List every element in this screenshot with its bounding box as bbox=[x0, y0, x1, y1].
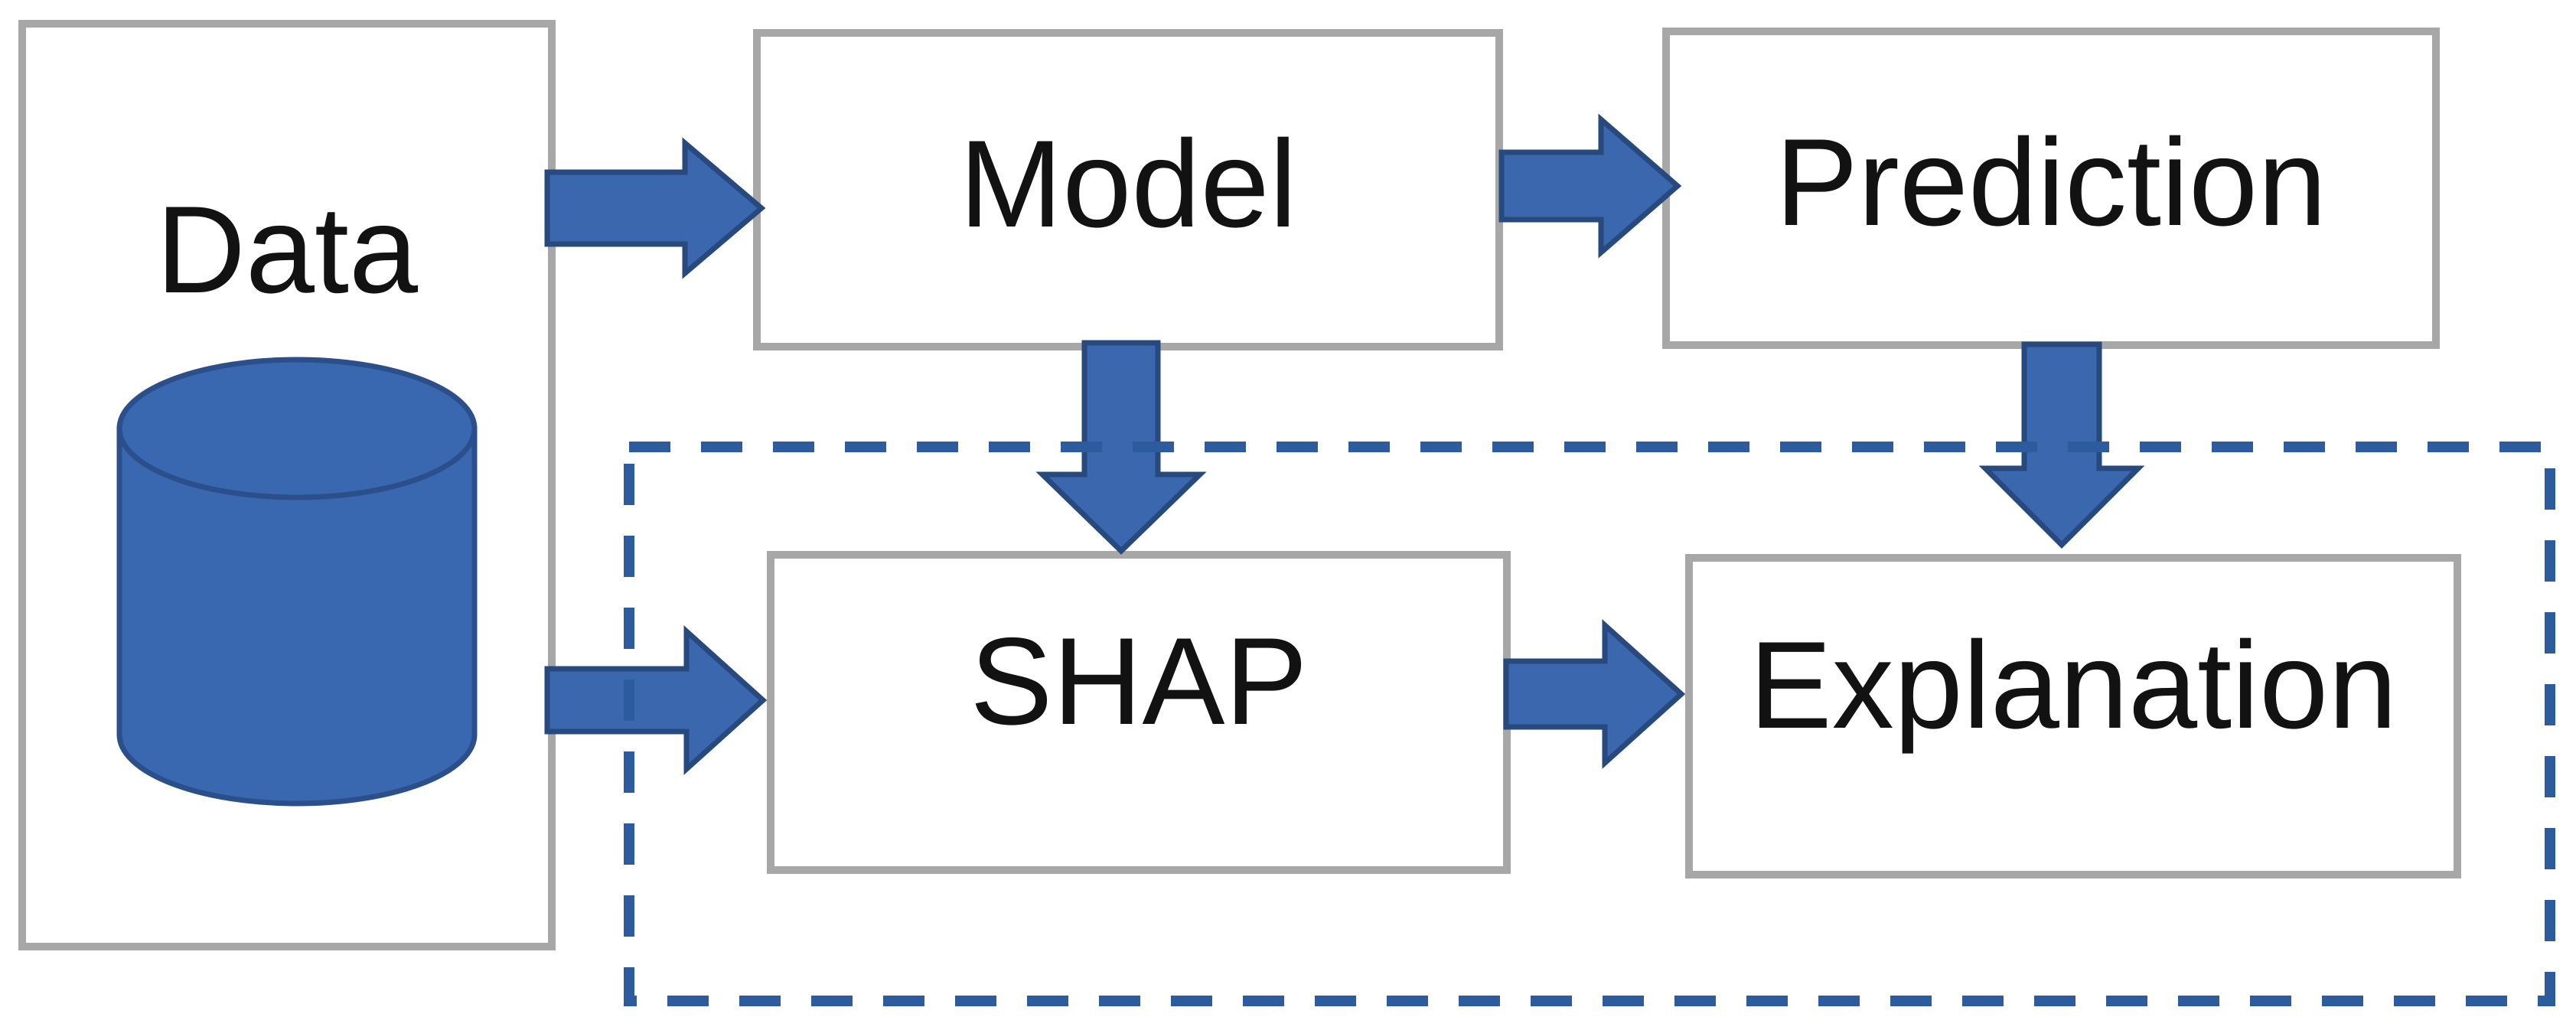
node-data: Data bbox=[18, 20, 556, 950]
node-shap: SHAP bbox=[767, 551, 1511, 874]
arrow-data-to-shap bbox=[544, 625, 768, 775]
node-explanation-label: Explanation bbox=[1749, 616, 2398, 755]
arrow-model-to-shap bbox=[1035, 340, 1207, 555]
node-prediction: Prediction bbox=[1662, 28, 2440, 349]
node-model-label: Model bbox=[959, 115, 1297, 253]
arrow-model-to-prediction bbox=[1498, 113, 1682, 259]
arrow-data-to-model bbox=[544, 137, 766, 279]
node-data-label: Data bbox=[155, 181, 419, 319]
arrow-prediction-to-explanation bbox=[1978, 341, 2145, 549]
arrow-shap-to-explanation bbox=[1503, 619, 1686, 769]
node-prediction-label: Prediction bbox=[1775, 113, 2327, 252]
node-explanation: Explanation bbox=[1685, 554, 2461, 878]
node-shap-label: SHAP bbox=[970, 612, 1308, 751]
node-model: Model bbox=[753, 29, 1503, 350]
